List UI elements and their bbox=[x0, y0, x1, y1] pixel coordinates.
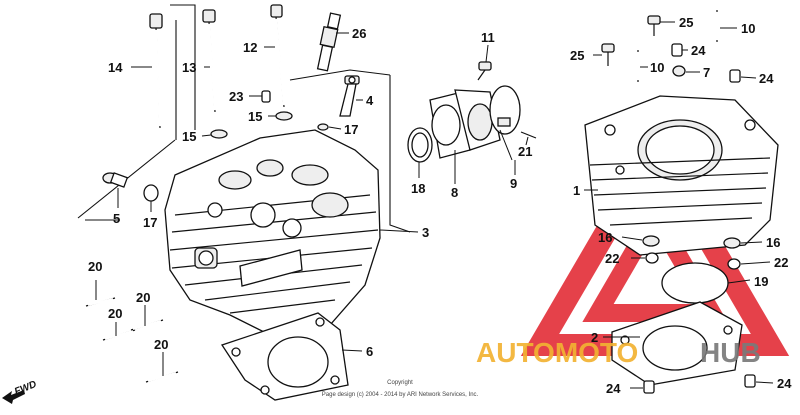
callout-25-b: 25 bbox=[679, 15, 693, 30]
copyright-line1: Copyright bbox=[387, 380, 413, 386]
ring-22-right[interactable] bbox=[727, 258, 741, 270]
cap-17-left[interactable] bbox=[143, 184, 159, 202]
callout-20-c: 20 bbox=[136, 290, 150, 305]
callout-13: 13 bbox=[182, 60, 196, 75]
callout-14: 14 bbox=[108, 60, 123, 75]
callout-23: 23 bbox=[229, 89, 243, 104]
leader-lines bbox=[95, 21, 774, 389]
fwd-indicator: FWD bbox=[2, 379, 38, 404]
fwd-label: FWD bbox=[13, 379, 38, 398]
washer-15-left[interactable] bbox=[210, 129, 228, 139]
callout-17-top: 17 bbox=[344, 122, 358, 137]
watermark-text: AUTOMOTO HUB bbox=[476, 337, 761, 368]
callout-26: 26 bbox=[352, 26, 366, 41]
callout-12: 12 bbox=[243, 40, 257, 55]
callout-16-left: 16 bbox=[598, 230, 612, 245]
callout-labels: 14 13 12 26 23 4 15 15 17 5 17 3 20 20 2… bbox=[88, 15, 792, 396]
bolt-25a[interactable] bbox=[647, 15, 661, 36]
callout-2: 2 bbox=[591, 330, 598, 345]
callout-16-right: 16 bbox=[766, 235, 780, 250]
seal-16-right[interactable] bbox=[723, 237, 741, 249]
callout-5: 5 bbox=[113, 211, 120, 226]
o-ring-19[interactable] bbox=[661, 262, 729, 304]
bolt-13[interactable] bbox=[202, 9, 216, 113]
callout-3: 3 bbox=[422, 225, 429, 240]
callout-24-d: 24 bbox=[777, 376, 792, 391]
clamp-9[interactable] bbox=[489, 85, 521, 135]
callout-24-a: 24 bbox=[691, 43, 706, 58]
callout-10-a: 10 bbox=[741, 21, 755, 36]
intake-pipe-8[interactable] bbox=[429, 89, 501, 159]
callout-15-left: 15 bbox=[182, 129, 196, 144]
sensor-5[interactable] bbox=[102, 172, 129, 188]
stud-20a[interactable] bbox=[85, 297, 116, 307]
stud-20d[interactable] bbox=[145, 371, 179, 383]
callout-7: 7 bbox=[703, 65, 710, 80]
callout-10-b: 10 bbox=[650, 60, 664, 75]
bolt-12[interactable] bbox=[270, 4, 285, 108]
bolt-25b[interactable] bbox=[601, 43, 615, 66]
callout-4: 4 bbox=[366, 93, 374, 108]
spark-plug-26[interactable] bbox=[316, 12, 342, 72]
dowel-24b[interactable] bbox=[729, 69, 741, 83]
callout-19: 19 bbox=[754, 274, 768, 289]
callout-18: 18 bbox=[411, 181, 425, 196]
callout-20-b: 20 bbox=[108, 306, 122, 321]
dowel-23[interactable] bbox=[261, 90, 271, 103]
pin-17-top[interactable] bbox=[317, 123, 329, 131]
watermark-text-automoto: AUTOMOTO bbox=[476, 337, 638, 368]
seal-16-left[interactable] bbox=[642, 235, 660, 247]
copyright-notice: Copyright Page design (c) 2004 - 2014 by… bbox=[322, 380, 479, 398]
callout-22-right: 22 bbox=[774, 255, 788, 270]
cylinder-block-1[interactable] bbox=[584, 95, 779, 256]
callout-22-left: 22 bbox=[605, 251, 619, 266]
o-ring-18[interactable] bbox=[407, 127, 433, 163]
bolt-14[interactable] bbox=[149, 13, 163, 129]
cylinder-head-3[interactable] bbox=[164, 129, 381, 336]
callout-17-left: 17 bbox=[143, 215, 157, 230]
callout-9: 9 bbox=[510, 176, 517, 191]
dowel-24d[interactable] bbox=[744, 374, 756, 388]
callout-25-a: 25 bbox=[570, 48, 584, 63]
callout-24-c: 24 bbox=[606, 381, 621, 396]
callout-24-b: 24 bbox=[759, 71, 774, 86]
stud-20c[interactable] bbox=[130, 319, 164, 331]
callout-8: 8 bbox=[451, 185, 458, 200]
dowel-24c[interactable] bbox=[643, 380, 655, 394]
stud-20b[interactable] bbox=[102, 329, 136, 341]
callout-11: 11 bbox=[481, 30, 495, 45]
pipe-4[interactable] bbox=[339, 75, 360, 117]
callout-6: 6 bbox=[366, 344, 373, 359]
callout-21: 21 bbox=[518, 144, 532, 159]
nut-7[interactable] bbox=[672, 65, 686, 77]
dowel-24a[interactable] bbox=[671, 43, 683, 57]
bolt-11[interactable] bbox=[477, 61, 492, 81]
washer-15-top[interactable] bbox=[275, 111, 293, 121]
ring-22-left[interactable] bbox=[645, 252, 659, 264]
callout-20-d: 20 bbox=[154, 337, 168, 352]
copyright-line2: Page design (c) 2004 - 2014 by ARI Netwo… bbox=[322, 392, 479, 398]
watermark-text-hub: HUB bbox=[700, 337, 761, 368]
screw-21[interactable] bbox=[520, 131, 537, 139]
callout-20-a: 20 bbox=[88, 259, 102, 274]
head-gasket-6[interactable] bbox=[220, 312, 349, 401]
fwd-arrow-icon bbox=[2, 390, 25, 404]
callout-1: 1 bbox=[573, 183, 580, 198]
base-gasket-2[interactable] bbox=[611, 301, 743, 386]
callout-15-top: 15 bbox=[248, 109, 262, 124]
